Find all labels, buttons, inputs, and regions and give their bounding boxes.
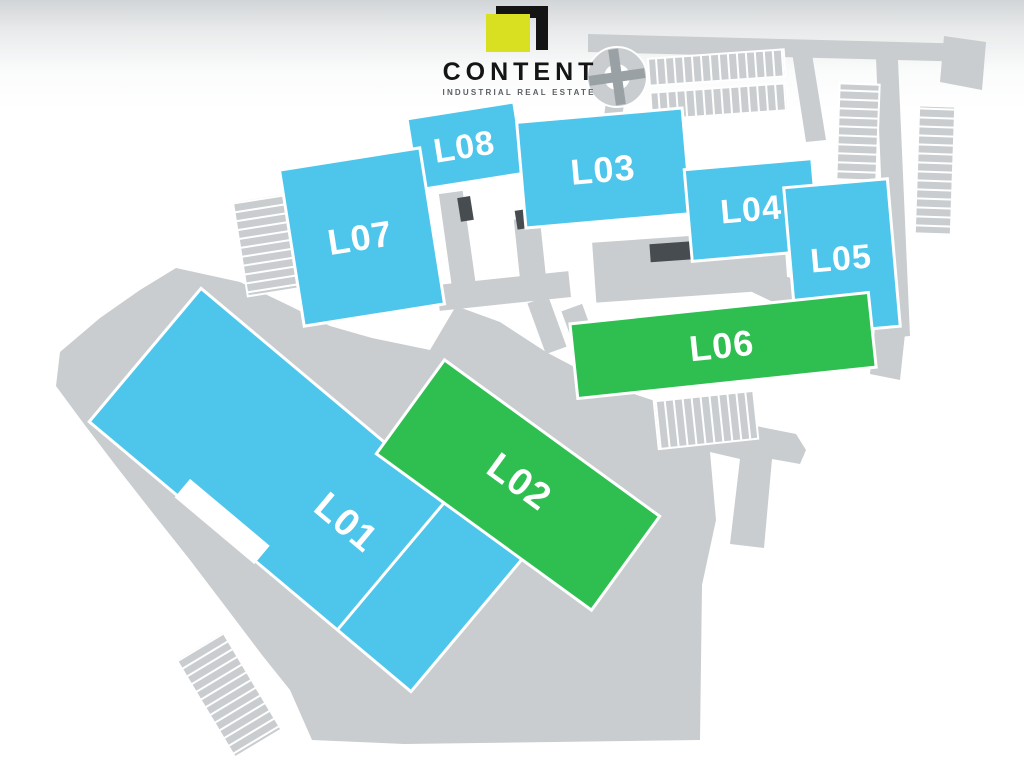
- parking-rows-north: [646, 48, 789, 121]
- roundabout-cross-icon: [588, 48, 646, 106]
- driveway-stub-west: [527, 295, 567, 355]
- building-l03-label: L03: [569, 146, 637, 193]
- parking-strip-east-a: [835, 82, 881, 182]
- center-road-connector: [513, 216, 549, 302]
- top-right-corner-road: [940, 36, 986, 90]
- building-l06-label: L06: [687, 322, 756, 370]
- l08-side-road: [438, 190, 478, 298]
- building-l01-notch: [174, 478, 270, 565]
- parking-strip-southwest: [174, 630, 283, 759]
- logo: CONTENT INDUSTRIAL REAL ESTATE: [436, 6, 600, 97]
- brand-tagline: INDUSTRIAL REAL ESTATE: [442, 88, 596, 97]
- parking-strip-east-b: [913, 104, 957, 236]
- building-l01-unit-divider: [336, 496, 450, 631]
- building-l03-shape[interactable]: [515, 106, 693, 230]
- building-l07-shape[interactable]: [277, 146, 447, 328]
- parking-row-central: [652, 389, 760, 451]
- logo-yellow-square: [486, 14, 530, 52]
- building-l01-group[interactable]: [87, 286, 525, 694]
- loading-dock-small-a: [457, 196, 474, 222]
- right-access-road: [876, 58, 910, 338]
- logo-icon: [486, 6, 548, 52]
- building-l05-label: L05: [809, 237, 874, 280]
- top-road: [588, 34, 975, 62]
- building-l02-shape[interactable]: [374, 357, 662, 613]
- brand-name: CONTENT: [442, 58, 599, 86]
- building-l07-label: L07: [325, 212, 396, 263]
- building-l06-shape[interactable]: [568, 290, 878, 401]
- north-branch-road: [792, 52, 826, 142]
- building-l04-label: L04: [719, 188, 784, 231]
